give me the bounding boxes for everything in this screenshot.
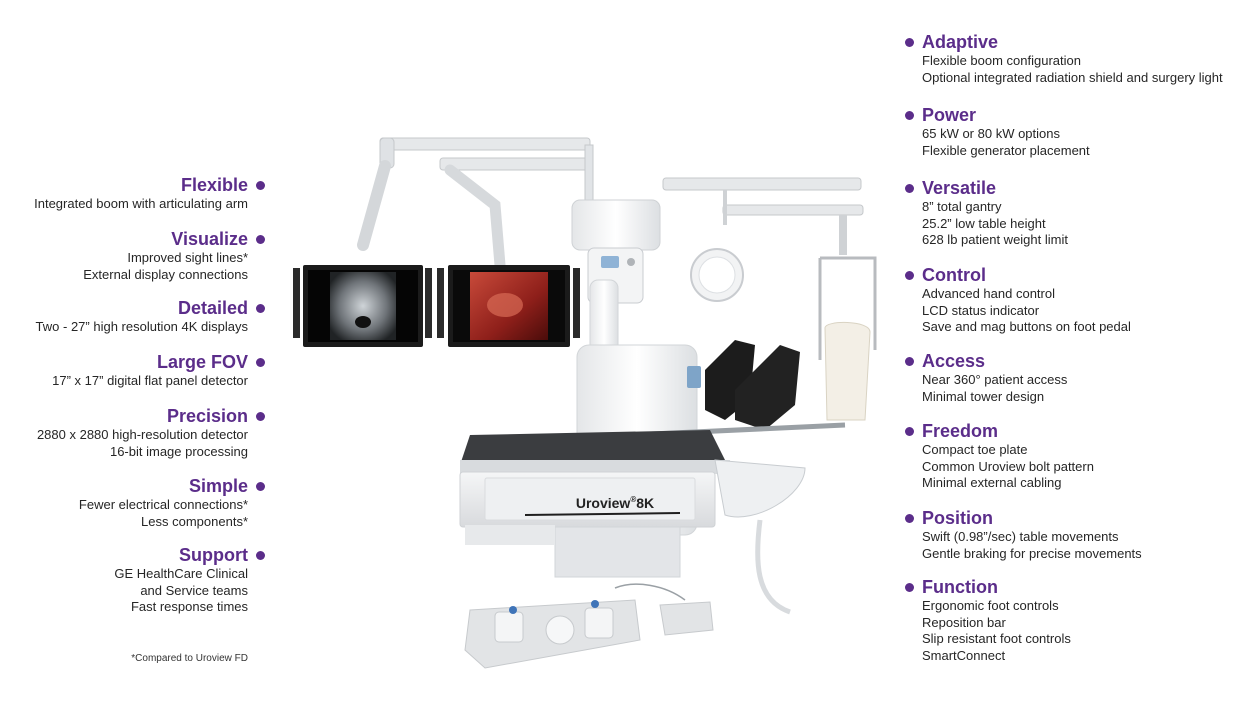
feature-line: 16-bit image processing — [109, 443, 248, 459]
feature-line: Optional integrated radiation shield and… — [922, 69, 1223, 85]
feature-control: Control Advanced hand control LCD status… — [900, 264, 1240, 336]
bullet-dot-icon — [905, 37, 914, 47]
feature-line: 2880 x 2880 high-resolution detector — [36, 427, 248, 442]
patient-table: Uroview®8K — [459, 430, 730, 578]
feature-title: Function — [922, 577, 998, 597]
feature-line: Improved sight lines* — [127, 250, 248, 265]
feature-line: External display connections — [83, 266, 248, 282]
display-monitor-right — [437, 265, 580, 347]
bullet-dot-icon — [256, 411, 265, 421]
right-feature-column: Adaptive Flexible boom configuration Opt… — [900, 0, 1240, 707]
bullet-dot-icon — [905, 582, 914, 592]
feature-line: Slip resistant foot controls — [922, 631, 1071, 646]
feature-title: Position — [922, 508, 993, 528]
feature-title: Adaptive — [922, 32, 999, 52]
radiation-shield — [818, 256, 877, 421]
leg-supports — [629, 340, 846, 438]
feature-adaptive: Adaptive Flexible boom configuration Opt… — [900, 31, 1240, 86]
feature-title: Access — [922, 351, 986, 371]
feature-title: Flexible — [180, 175, 248, 195]
feature-support: Support GE HealthCare Clinical and Servi… — [0, 544, 268, 616]
feature-line: Advanced hand control — [922, 286, 1055, 301]
feature-line: Save and mag buttons on foot pedal — [922, 319, 1131, 334]
feature-title: Versatile — [922, 178, 997, 198]
feature-title: Simple — [188, 476, 248, 496]
feature-line: LCD status indicator — [922, 302, 1040, 318]
feature-line: Fewer electrical connections* — [78, 497, 248, 512]
feature-line: 65 kW or 80 kW options — [922, 126, 1060, 141]
feature-line: Ergonomic foot controls — [922, 598, 1059, 613]
pedal-button-icon — [591, 600, 599, 608]
feature-line: Gentle braking for precise movements — [922, 545, 1142, 561]
feature-function: Function Ergonomic foot controls Reposit… — [900, 576, 1240, 664]
feature-line: Fast response times — [130, 599, 248, 614]
bullet-dot-icon — [905, 513, 914, 523]
feature-line: 25.2” low table height — [922, 215, 1046, 231]
feature-line: Near 360° patient access — [922, 372, 1068, 387]
bullet-dot-icon — [256, 481, 265, 491]
feature-title: Detailed — [177, 298, 248, 318]
boom-arm — [357, 137, 594, 271]
feature-freedom: Freedom Compact toe plate Common Uroview… — [900, 420, 1240, 492]
feature-line: Reposition bar — [922, 614, 1006, 630]
feature-title: Visualize — [171, 229, 248, 249]
feature-line: GE HealthCare Clinical — [114, 566, 248, 581]
uroview-system-illustration: Uroview®8K — [293, 137, 877, 669]
feature-line: Common Uroview bolt pattern — [922, 458, 1094, 474]
feature-line: 8” total gantry — [922, 199, 1002, 214]
drainage-basin — [714, 459, 806, 615]
feature-line: Flexible boom configuration — [922, 53, 1081, 68]
feature-title: Large FOV — [156, 352, 248, 372]
feature-versatile: Versatile 8” total gantry 25.2” low tabl… — [900, 177, 1240, 249]
bullet-dot-icon — [256, 550, 265, 560]
bullet-dot-icon — [905, 356, 914, 366]
feature-large-fov: Large FOV 17” x 17” digital flat panel d… — [0, 351, 268, 390]
feature-title: Control — [922, 265, 986, 285]
feature-line: Minimal tower design — [922, 388, 1045, 404]
feature-simple: Simple Fewer electrical connections* Les… — [0, 475, 268, 530]
pedal-button-icon — [509, 606, 517, 614]
feature-line: Two - 27” high resolution 4K displays — [35, 319, 248, 334]
feature-position: Position Swift (0.98”/sec) table movemen… — [900, 507, 1240, 562]
feature-precision: Precision 2880 x 2880 high-resolution de… — [0, 405, 268, 460]
feature-line: Minimal external cabling — [922, 475, 1062, 490]
feature-line: SmartConnect — [922, 647, 1006, 663]
feature-access: Access Near 360° patient access Minimal … — [900, 350, 1240, 405]
feature-line: Swift (0.98”/sec) table movements — [922, 529, 1119, 544]
bullet-dot-icon — [256, 180, 265, 190]
feature-title: Power — [922, 105, 977, 125]
bullet-dot-icon — [256, 303, 265, 313]
feature-title: Precision — [166, 406, 248, 426]
bullet-dot-icon — [905, 110, 914, 120]
footnote: *Compared to Uroview FD — [131, 653, 248, 664]
feature-title: Freedom — [922, 421, 999, 441]
feature-title: Support — [179, 545, 248, 565]
bullet-dot-icon — [256, 357, 265, 367]
feature-line: Less components* — [141, 513, 248, 529]
bullet-dot-icon — [905, 426, 914, 436]
bullet-dot-icon — [905, 270, 914, 280]
left-feature-column: Flexible Integrated boom with articulati… — [0, 0, 268, 707]
feature-line: Compact toe plate — [922, 442, 1028, 457]
feature-line: and Service teams — [140, 582, 248, 598]
feature-line: Integrated boom with articulating arm — [34, 196, 248, 211]
feature-detailed: Detailed Two - 27” high resolution 4K di… — [0, 297, 268, 336]
feature-flexible: Flexible Integrated boom with articulati… — [0, 174, 268, 213]
feature-line: Flexible generator placement — [922, 142, 1090, 158]
feature-line: 17” x 17” digital flat panel detector — [52, 373, 248, 388]
foot-control-pedal — [464, 583, 714, 669]
feature-visualize: Visualize Improved sight lines* External… — [0, 228, 268, 283]
bullet-dot-icon — [905, 183, 914, 193]
feature-power: Power 65 kW or 80 kW options Flexible ge… — [900, 104, 1240, 159]
feature-line: 628 lb patient weight limit — [922, 232, 1068, 247]
surgery-light-boom — [662, 177, 864, 302]
display-monitor-left — [293, 265, 432, 347]
product-label: Uroview®8K — [576, 495, 654, 511]
bullet-dot-icon — [256, 234, 265, 244]
